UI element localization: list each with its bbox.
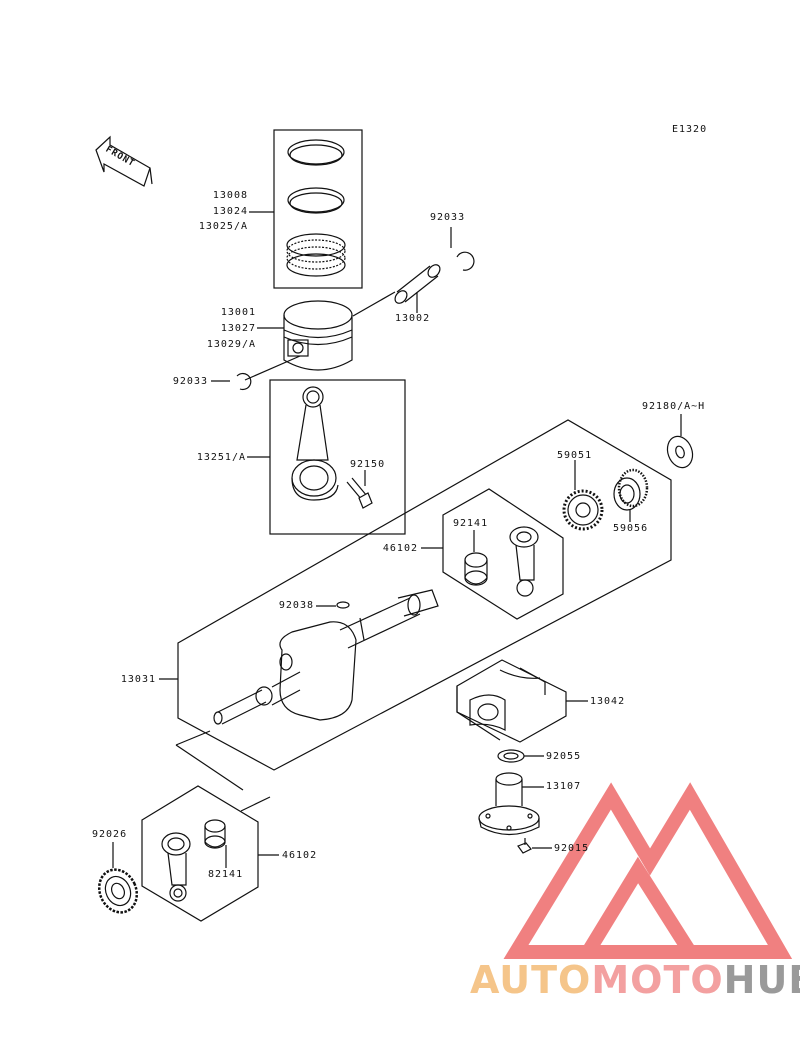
label-92055: 92055	[546, 751, 582, 762]
label-13002: 13002	[395, 313, 431, 324]
connecting-rod-bottom	[161, 832, 191, 902]
diagram-code: E1320	[672, 124, 708, 135]
watermark-moto: MOTO	[591, 958, 724, 1002]
gear-59051	[562, 489, 604, 531]
key-92038	[336, 601, 350, 609]
label-59056: 59056	[613, 523, 649, 534]
bearing-59056	[613, 468, 649, 511]
label-92033-left: 92033	[172, 376, 208, 387]
label-13251: 13251/A	[196, 452, 246, 463]
washer-92055	[497, 749, 525, 763]
front-arrow-icon	[95, 135, 153, 187]
label-92015: 92015	[554, 843, 590, 854]
label-92150: 92150	[350, 459, 386, 470]
label-13025: 13025/A	[198, 221, 248, 232]
watermark-hub: HUB	[723, 958, 800, 1002]
bolt-92150	[346, 477, 373, 509]
conrod-box	[269, 379, 406, 535]
label-92033-top: 92033	[430, 212, 466, 223]
label-13027: 13027	[220, 323, 256, 334]
crankcase-13042	[456, 659, 567, 743]
label-13024: 13024	[212, 206, 248, 217]
circlip-92033-top	[456, 251, 475, 271]
washer-92180	[666, 435, 694, 469]
label-13029: 13029/A	[206, 339, 256, 350]
piston-ring-box	[273, 129, 363, 289]
seal-92026	[97, 868, 139, 914]
label-13042: 13042	[590, 696, 626, 707]
connecting-rod-top	[509, 526, 539, 597]
circlip-92033-left	[236, 372, 252, 391]
label-92180: 92180/A~H	[642, 401, 706, 412]
piston	[283, 300, 353, 371]
label-13107: 13107	[546, 781, 582, 792]
watermark-auto: AUTO	[470, 958, 592, 1002]
bearing-82141	[204, 819, 226, 849]
crankshaft-assembly-box	[177, 419, 672, 771]
label-46102-top: 46102	[382, 543, 418, 554]
connector-line	[175, 730, 271, 812]
label-59051: 59051	[557, 450, 593, 461]
label-92141-top: 92141	[453, 518, 489, 529]
piston-pin	[394, 264, 441, 304]
label-13001: 13001	[220, 307, 256, 318]
label-13031: 13031	[120, 674, 156, 685]
bolt-92015	[517, 838, 532, 854]
crankshaft	[213, 589, 439, 725]
bearing-92141-top	[464, 552, 488, 586]
watermark-logo-icon	[503, 782, 793, 959]
label-82141: 82141	[208, 869, 244, 880]
watermark-brand: AUTOMOTOHUB	[470, 960, 800, 1000]
label-92026: 92026	[92, 829, 128, 840]
label-13008: 13008	[212, 190, 248, 201]
flange-13107	[478, 772, 540, 836]
label-92038: 92038	[278, 600, 314, 611]
conrod-kit-box-bottom	[141, 785, 259, 922]
connecting-rod	[291, 386, 339, 501]
piston-rings	[286, 139, 346, 277]
label-46102-bottom: 46102	[282, 850, 318, 861]
conrod-kit-box-top	[442, 488, 564, 620]
